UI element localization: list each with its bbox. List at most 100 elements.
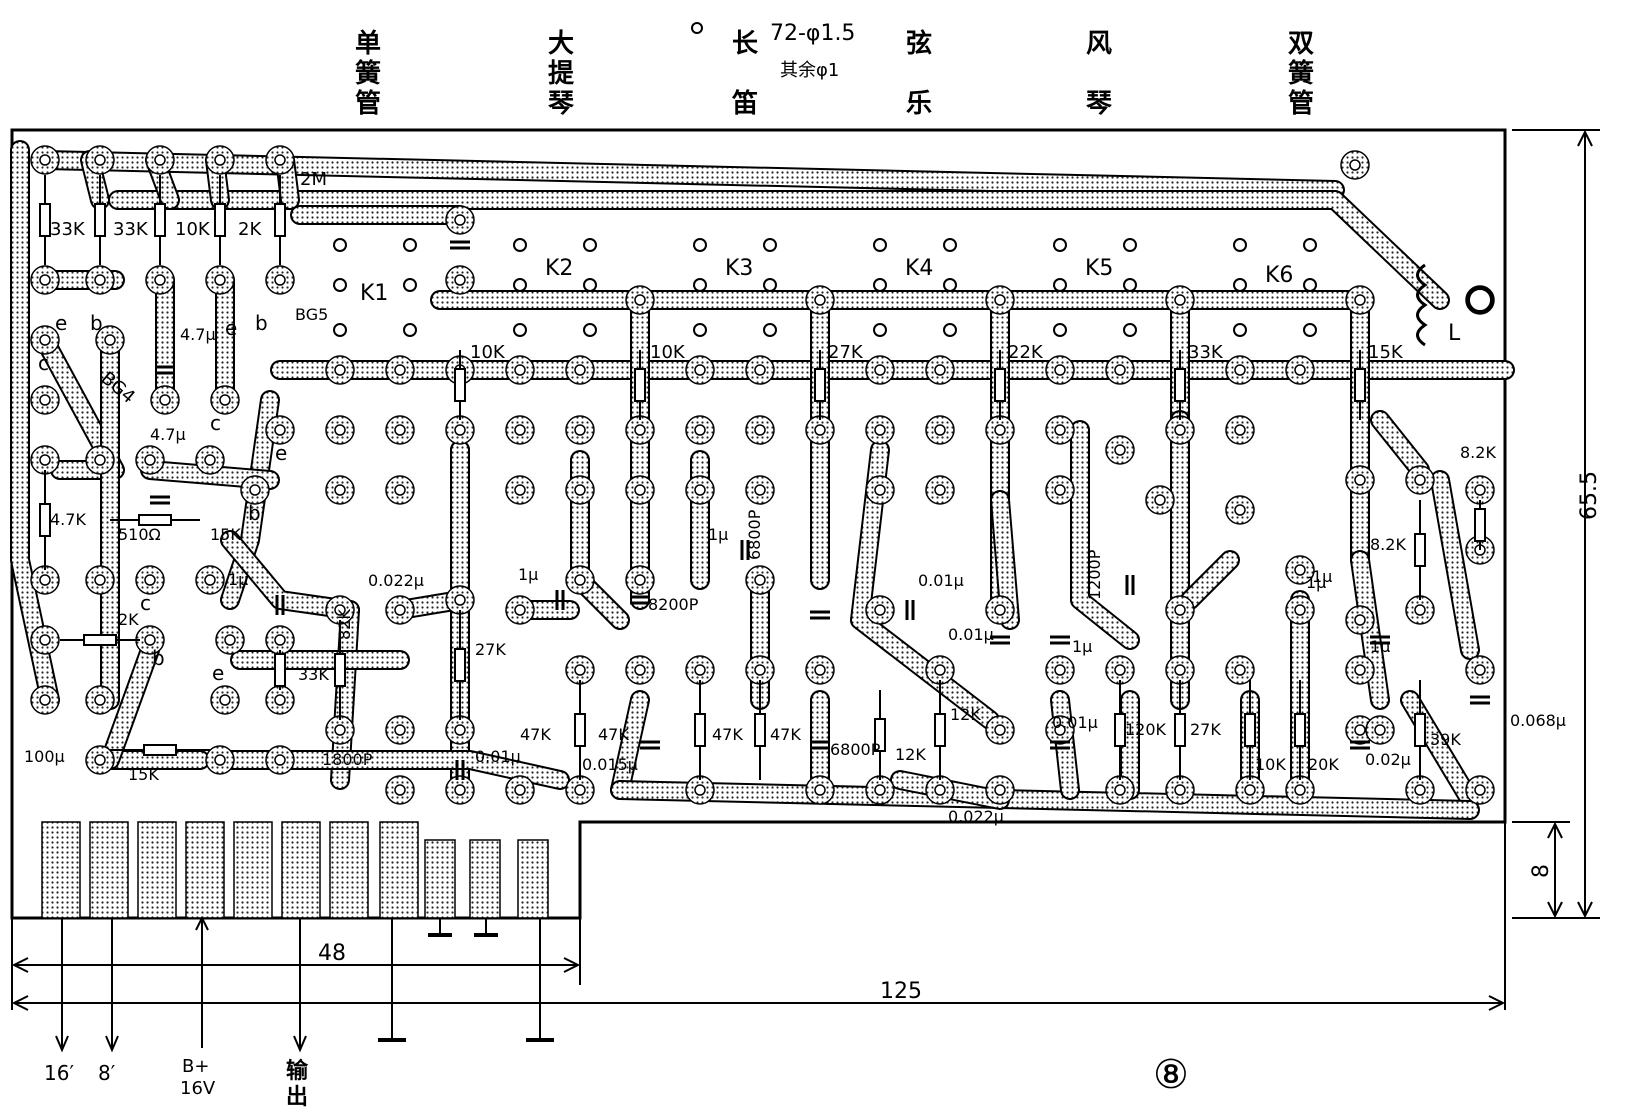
trace (1052, 692, 1078, 798)
pad-hole (334, 604, 346, 616)
component-label-c19: 0.01μ (475, 747, 521, 766)
key-hole (1053, 323, 1067, 337)
connector-tab (329, 821, 369, 919)
key-hole (1053, 278, 1067, 292)
resistor-body (454, 648, 466, 682)
pad-hole (249, 484, 261, 496)
pad-hole (214, 274, 226, 286)
dimension-lines (11, 129, 1600, 1011)
key-hole (1303, 278, 1317, 292)
pad-hole (334, 484, 346, 496)
pin-letter-9: e (212, 661, 224, 685)
component-label-c13: 1200P (1085, 549, 1104, 600)
pad-hole (934, 364, 946, 376)
top-resistor-label-4: 2K (238, 219, 262, 240)
pad-hole (1244, 784, 1256, 796)
voice-2-char-2: 提 (548, 59, 575, 89)
key-hole (583, 238, 597, 252)
pad-hole (934, 664, 946, 676)
key-hole (513, 238, 527, 252)
pad-hole (334, 724, 346, 736)
component-label-c21: 6800P (830, 740, 881, 759)
key-hole (513, 278, 527, 292)
pad-hole (144, 634, 156, 646)
trace (110, 192, 1448, 308)
pad-hole (214, 754, 226, 766)
pad-hole (754, 664, 766, 676)
row-resistor-label-3: 27K (828, 342, 864, 363)
resistor-body (83, 634, 117, 646)
key-hole (763, 323, 777, 337)
voice-1-char-1: 单 (355, 29, 381, 59)
output-label-2: 出 (286, 1085, 308, 1110)
pin-letter-6: c (210, 411, 221, 435)
component-label-c20: 0.015μ (582, 755, 638, 774)
dim-65-5: 65.5 (1577, 471, 1602, 520)
key-label-1: K1 (360, 281, 388, 306)
pad-hole (154, 154, 166, 166)
pad-hole (39, 394, 51, 406)
pad-hole (1114, 444, 1126, 456)
component-label-r21: 8.2K (1370, 535, 1406, 554)
pad-hole (1354, 614, 1366, 626)
pad-hole (94, 274, 106, 286)
pad-hole (394, 424, 406, 436)
resistor-body (754, 713, 766, 747)
pad-hole (204, 454, 216, 466)
pad-hole (394, 724, 406, 736)
resistor-body (1354, 368, 1366, 402)
pad-hole (454, 424, 466, 436)
pad-hole (754, 574, 766, 586)
component-label-r19: 39K (1430, 730, 1461, 749)
hole-spec-2: 其余φ1 (780, 60, 839, 81)
key-hole (943, 238, 957, 252)
output-labels: 16′ 8′ B+ 16V 输 出 ⑧ (44, 1052, 1189, 1110)
pad-hole (514, 604, 526, 616)
pad-hole (1114, 364, 1126, 376)
key-hole (403, 278, 417, 292)
resistor-body (274, 653, 286, 687)
component-label-c3: 1μ (228, 570, 248, 589)
resistor-body (574, 713, 586, 747)
key-label-3: K3 (725, 256, 753, 281)
resistor-body (1174, 713, 1186, 747)
pad-hole (574, 484, 586, 496)
component-label-c6: 1μ (518, 565, 538, 584)
trace (1432, 472, 1478, 658)
pad-hole (1414, 784, 1426, 796)
dim-8: 8 (1529, 864, 1554, 878)
pad-hole (634, 424, 646, 436)
pad-hole (1234, 364, 1246, 376)
resistor-body (454, 368, 466, 402)
output-bplus: B+ (182, 1056, 209, 1077)
component-label-c1: 4.7μ (180, 325, 216, 344)
component-label-c23: 100μ (24, 747, 65, 766)
figure-number: ⑧ (1153, 1052, 1189, 1098)
output-leads (55, 915, 554, 1053)
connector-tab (233, 821, 273, 919)
key-hole (333, 238, 347, 252)
pad-hole (274, 634, 286, 646)
resistor-body (39, 203, 51, 237)
hole-legend-icon (691, 22, 703, 34)
connector-tab (137, 821, 177, 919)
pad-hole (1354, 724, 1366, 736)
pad-hole (334, 364, 346, 376)
pad-hole (1294, 364, 1306, 376)
pad-hole (874, 424, 886, 436)
component-label-c12: 1μ (1072, 637, 1092, 656)
resistor-body (1294, 713, 1306, 747)
pad-hole (874, 784, 886, 796)
pad-hole (634, 484, 646, 496)
connector-tab-small (469, 839, 501, 919)
pad-hole (634, 294, 646, 306)
component-label-c10: 0.01μ (918, 571, 964, 590)
resistor-body (214, 203, 226, 237)
key-hole (583, 323, 597, 337)
resistor-body (39, 503, 51, 537)
pad-hole (394, 784, 406, 796)
hole-spec-1: 72-φ1.5 (770, 21, 855, 46)
key-hole (1123, 278, 1137, 292)
pad-hole (934, 784, 946, 796)
pad-hole (934, 424, 946, 436)
